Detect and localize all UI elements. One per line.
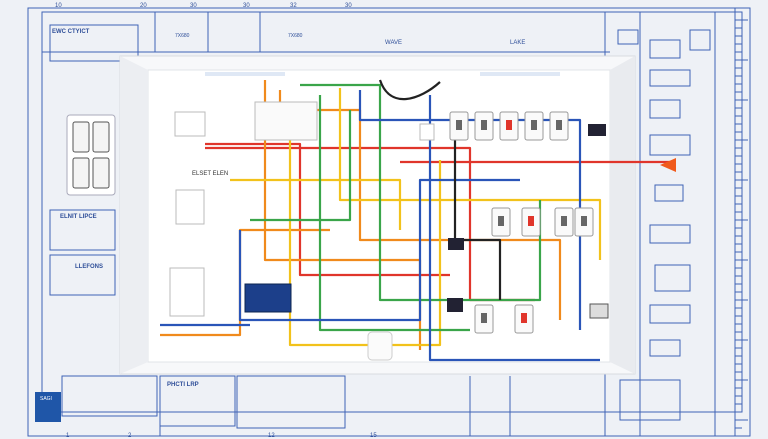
- top-number: 30: [190, 3, 197, 9]
- wires: [160, 79, 670, 362]
- breaker-toggle: [506, 120, 512, 130]
- wire-blue: [238, 178, 520, 322]
- cylinder-fitting: [367, 331, 393, 361]
- breaker-toggle: [531, 120, 537, 130]
- outlet-icon: [72, 157, 90, 189]
- top-number: 30: [345, 3, 352, 9]
- breaker-toggle: [456, 120, 462, 130]
- top-label-mid: WAVE: [385, 40, 402, 46]
- floorplan-room: [654, 184, 684, 202]
- bottom-number: 15: [370, 433, 377, 439]
- left-heading: ELNIT LIPCE: [60, 214, 97, 220]
- blueprint-frame: [27, 7, 751, 437]
- left-heading: LLEFONS: [75, 264, 103, 270]
- breaker-switches: [449, 111, 594, 334]
- floorplan-room: [649, 224, 691, 244]
- connector-block: [448, 238, 464, 250]
- floorplan-room: [649, 304, 691, 324]
- wire-yellow: [338, 88, 602, 260]
- blue-badge-text: SAGI: [40, 396, 52, 402]
- top-label-right: LAKE: [510, 40, 525, 46]
- cell-value: 7X680: [175, 33, 190, 39]
- floorplan-room: [649, 39, 681, 59]
- top-number: 30: [243, 3, 250, 9]
- outlet-icon: [72, 121, 90, 153]
- wire-yellow: [230, 178, 402, 230]
- floorplan-room: [649, 134, 691, 156]
- floorplan-room: [689, 29, 711, 51]
- breaker-toggle: [481, 313, 487, 323]
- scale-ruler: [735, 19, 748, 429]
- junction-box: [254, 101, 318, 141]
- floorplan-room: [649, 339, 681, 357]
- connector-block: [588, 124, 606, 136]
- breaker-toggle: [521, 313, 527, 323]
- top-number: 10: [55, 3, 62, 9]
- legend-heading: PHCTI LRP: [167, 382, 199, 388]
- top-number: 32: [290, 3, 297, 9]
- outlet-icon: [92, 121, 110, 153]
- devices: [169, 101, 676, 361]
- blue-badge: [35, 392, 61, 422]
- light-strip: [205, 72, 285, 76]
- breaker-toggle: [498, 216, 504, 226]
- breaker-toggle: [556, 120, 562, 130]
- connector-block: [447, 298, 463, 312]
- breaker-toggle: [561, 216, 567, 226]
- wire-blue: [428, 95, 600, 362]
- floorplan-room: [619, 379, 681, 421]
- wire-green: [300, 83, 542, 302]
- top-number: 20: [140, 3, 147, 9]
- wire-black: [378, 79, 441, 101]
- floorplan-room: [654, 264, 691, 292]
- wire-green: [250, 110, 352, 222]
- small-switch: [419, 123, 435, 141]
- blueprint-labels: 10 20 30 30 32 30 EWC CTYICT 7X680 7X680…: [35, 3, 525, 439]
- breaker-toggle: [581, 216, 587, 226]
- title-block: EWC CTYICT: [52, 29, 90, 35]
- bottom-number: 1: [66, 433, 70, 439]
- switch-plate: [174, 111, 206, 137]
- wire-black: [453, 140, 502, 300]
- wire-yellow: [288, 140, 442, 347]
- outlet-label: ELSET ELEN: [192, 171, 228, 177]
- connector-block: [589, 303, 609, 319]
- breaker-toggle: [481, 120, 487, 130]
- cell-value: 7X680: [288, 33, 303, 39]
- bottom-number: 2: [128, 433, 132, 439]
- wire-red: [205, 142, 450, 277]
- light-strip: [480, 72, 560, 76]
- plug-icon: [660, 158, 676, 172]
- floorplan-room: [617, 29, 639, 45]
- floorplan-room: [649, 69, 691, 87]
- breaker-toggle: [528, 216, 534, 226]
- outlet-plate: [175, 189, 205, 225]
- floorplan-boxes: [617, 29, 711, 421]
- bottom-number: 12: [268, 433, 275, 439]
- floorplan-room: [649, 99, 681, 119]
- outlet-icon: [92, 157, 110, 189]
- wall-outlets: [66, 114, 116, 196]
- circuit-board: [244, 283, 292, 313]
- double-outlet-plate: [169, 267, 205, 317]
- wire-green: [318, 95, 470, 332]
